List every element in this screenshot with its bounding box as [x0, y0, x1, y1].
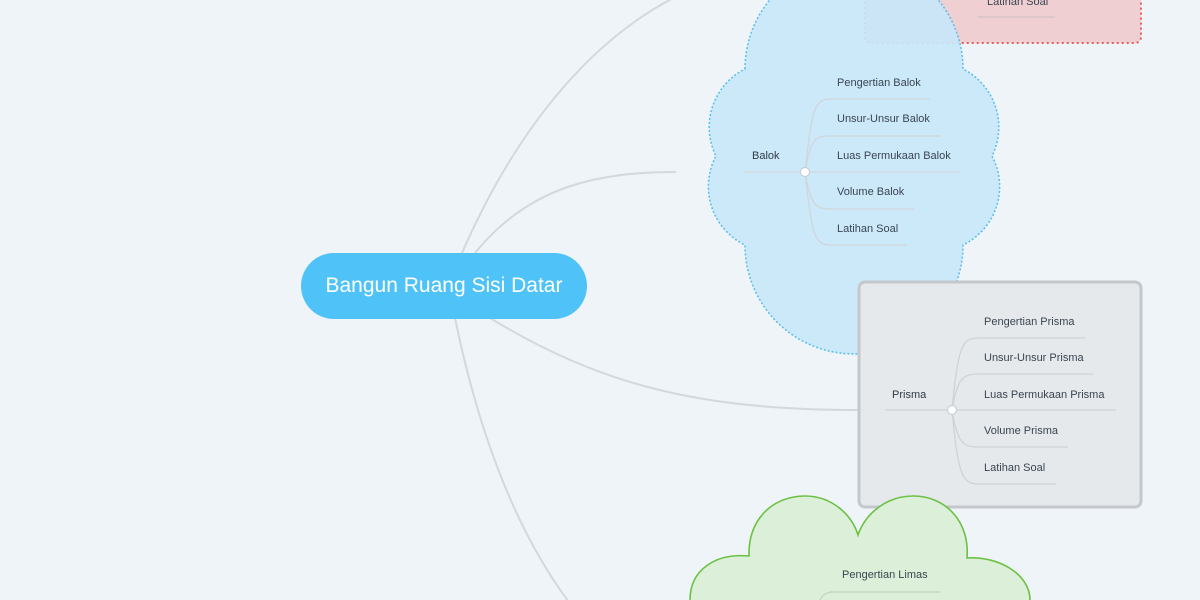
prisma-subtopic[interactable]: Luas Permukaan Prisma	[984, 389, 1105, 401]
branch-prisma-title[interactable]: Prisma	[892, 389, 927, 401]
prisma-subtopic[interactable]: Volume Prisma	[984, 425, 1058, 437]
connector-to-prisma	[489, 317, 859, 411]
bottom-branch-subtopic[interactable]: Pengertian Limas	[842, 569, 928, 581]
branch-balok-title[interactable]: Balok	[752, 150, 780, 162]
balok-junction[interactable]	[799, 166, 811, 178]
bottom-branch-cloud-boundary	[689, 495, 1031, 600]
balok-subtopic[interactable]: Luas Permukaan Balok	[837, 150, 951, 162]
prisma-subtopic[interactable]: Pengertian Prisma	[984, 316, 1075, 328]
balok-subtopic[interactable]: Pengertian Balok	[837, 77, 921, 89]
connector-to-bottom-branch	[454, 317, 569, 600]
connector-to-top-branch	[461, 0, 672, 254]
central-topic[interactable]: Bangun Ruang Sisi Datar	[301, 253, 587, 319]
balok-subtopic[interactable]: Unsur-Unsur Balok	[837, 113, 930, 125]
balok-subtopic[interactable]: Latihan Soal	[837, 223, 899, 235]
prisma-subtopic[interactable]: Latihan Soal	[984, 462, 1046, 474]
prisma-subtopic[interactable]: Unsur-Unsur Prisma	[984, 352, 1084, 364]
bottom-branch-connector	[819, 591, 833, 600]
main-connectors	[454, 0, 859, 600]
prisma-connectors	[885, 337, 1116, 485]
balok-connectors	[744, 98, 960, 246]
prisma-junction[interactable]	[946, 404, 958, 416]
central-topic-label: Bangun Ruang Sisi Datar	[325, 274, 563, 297]
top-branch-subtopic[interactable]: Latihan Soal	[987, 0, 1049, 8]
balok-cloud-boundary	[707, 0, 1001, 355]
balok-subtopic[interactable]: Volume Balok	[837, 186, 905, 198]
connector-to-balok	[474, 171, 677, 254]
